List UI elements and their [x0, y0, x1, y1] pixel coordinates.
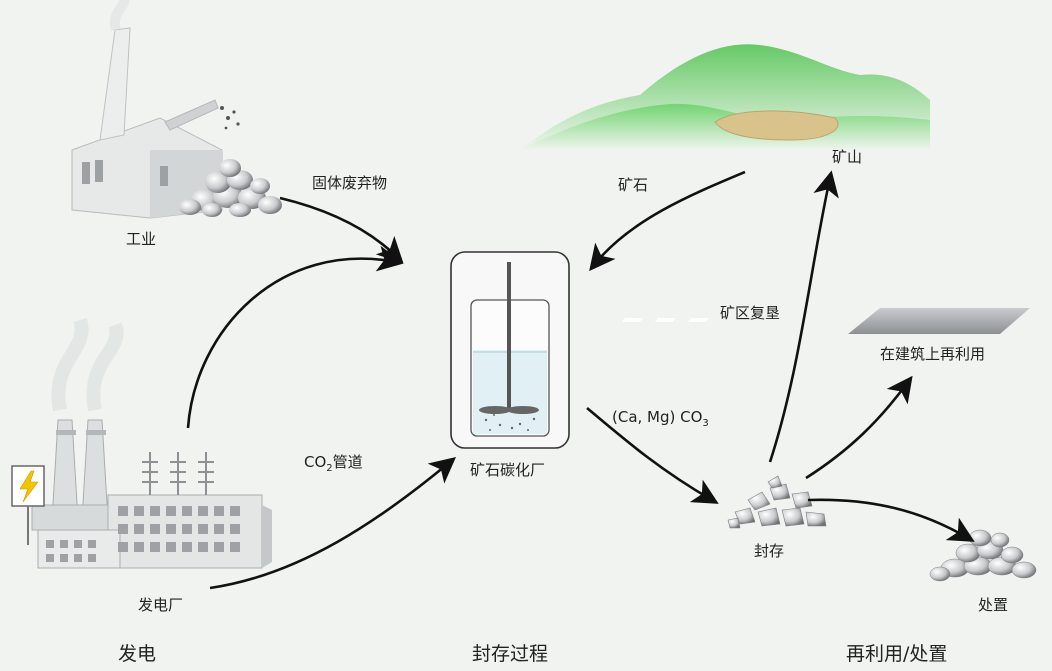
arrow-power-to-plant: [186, 245, 404, 429]
carbonation-reactor: [450, 251, 570, 449]
road-slab: [621, 308, 1030, 334]
label-solid-waste: 固体废弃物: [312, 174, 388, 192]
label-co2-pipeline: CO2管道: [304, 455, 363, 474]
label-reuse-building: 在建筑上再利用: [880, 345, 986, 363]
label-ore: 矿石: [618, 176, 649, 194]
arrow-reuse: [805, 375, 913, 480]
mine-hills-illustration: [520, 44, 930, 160]
arrow-carbonates: [586, 407, 719, 504]
label-power-plant: 发电厂: [138, 596, 184, 614]
co2-pipeline-text: 管道: [332, 453, 363, 471]
disposal-pile: [929, 529, 1037, 582]
co2-subscript: 2: [326, 463, 333, 474]
label-disposal: 处置: [978, 596, 1009, 614]
section-title-power: 发电: [118, 643, 157, 665]
carbonates-subscript: 3: [702, 418, 709, 429]
co2-text: CO: [304, 453, 327, 471]
arrow-ore: [589, 170, 746, 272]
label-mine: 矿山: [832, 148, 863, 166]
arrow-mine-reclamation: [768, 170, 839, 463]
label-carbonates: (Ca, Mg) CO3: [612, 410, 709, 429]
power-plant-illustration: [11, 317, 272, 569]
arrow-co2-pipeline: [209, 457, 457, 590]
flow-arrows: [186, 170, 975, 590]
arrow-solid-waste: [279, 196, 404, 264]
section-title-storage-process: 封存过程: [472, 643, 549, 665]
carbonates-text: (Ca, Mg) CO: [612, 408, 703, 426]
solid-waste-pile: [179, 159, 282, 217]
storage-pile: [727, 475, 827, 529]
label-mine-reclamation: 矿区复垦: [720, 304, 781, 322]
arrow-disposal: [807, 498, 975, 542]
section-title-reuse-disposal: 再利用/处置: [846, 643, 948, 665]
label-carbonation-plant: 矿石碳化厂: [470, 461, 546, 479]
label-storage: 封存: [754, 542, 785, 560]
label-industry: 工业: [126, 230, 157, 248]
